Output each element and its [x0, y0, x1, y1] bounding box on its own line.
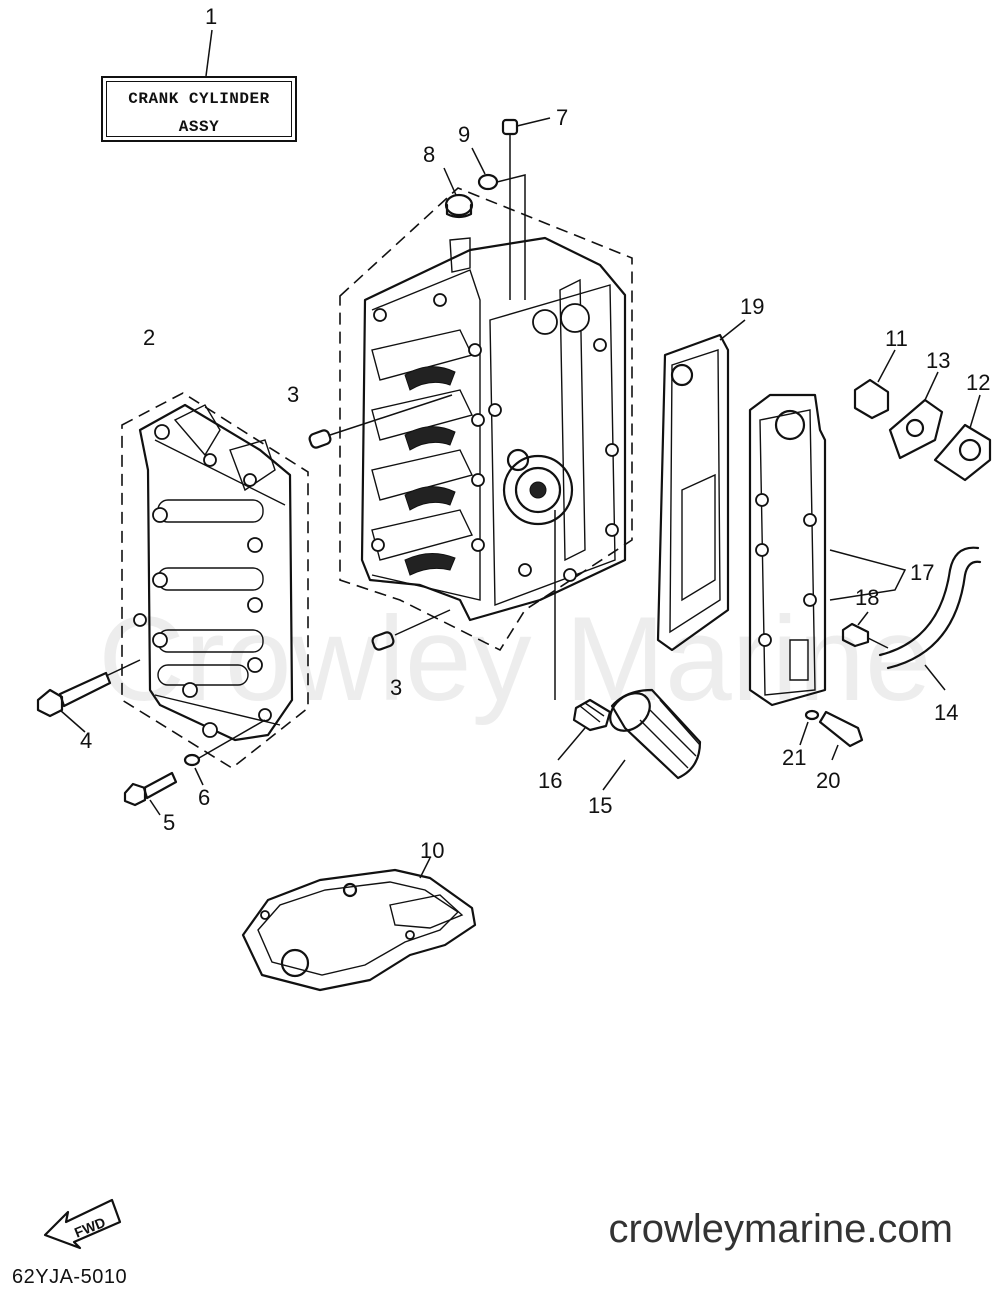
- callout-3-upper: 3: [287, 382, 299, 407]
- callout-4: 4: [80, 728, 92, 753]
- assembly-label-line2: ASSY: [178, 118, 220, 136]
- callout-13: 13: [926, 348, 950, 373]
- part-9-washer: [471, 147, 526, 300]
- part-19-gasket: [656, 319, 746, 652]
- callout-2: 2: [143, 325, 155, 350]
- part-15-oil-filter: [602, 688, 702, 791]
- dashed-outline-crankcase: [121, 392, 309, 769]
- callout-20: 20: [816, 768, 840, 793]
- part-13-gasket: [888, 371, 944, 460]
- callout-21: 21: [782, 745, 806, 770]
- callout-17: 17: [910, 560, 934, 585]
- callout-6: 6: [198, 785, 210, 810]
- assembly-label-box: CRANK CYLINDER ASSY: [101, 76, 297, 142]
- callout-7: 7: [556, 105, 568, 130]
- assembly-label-inner-border: [106, 81, 292, 137]
- part-17-cover: [748, 393, 907, 707]
- leader-1: [205, 29, 213, 77]
- part-20-bolt: [818, 710, 864, 761]
- callout-18: 18: [855, 585, 879, 610]
- dowel-pin-upper: [308, 394, 453, 449]
- website-label: crowleymarine.com: [608, 1207, 953, 1251]
- callout-8: 8: [423, 142, 435, 167]
- callout-5: 5: [163, 810, 175, 835]
- callout-9: 9: [458, 122, 470, 147]
- part-16-fitting: [554, 510, 612, 761]
- part-14-hose: [878, 546, 982, 691]
- part-5-bolt: [123, 771, 178, 816]
- part-7-plug: [501, 117, 551, 300]
- callout-15: 15: [588, 793, 612, 818]
- fwd-arrow-icon: FWD: [43, 1198, 122, 1250]
- crankcase-part: [133, 403, 294, 742]
- callout-19: 19: [740, 294, 764, 319]
- part-8-plug: [443, 167, 474, 219]
- part-12-cover: [933, 394, 992, 482]
- part-6-washer: [183, 719, 266, 786]
- diagram-code: 62YJA-5010: [12, 1266, 128, 1288]
- callout-12: 12: [966, 370, 990, 395]
- part-11-thermostat: [853, 349, 896, 420]
- part-18-fitting: [841, 611, 889, 649]
- part-10-gasket: [241, 857, 477, 992]
- dashed-outline-cylinder: [339, 187, 633, 652]
- callout-1: 1: [205, 4, 217, 29]
- callout-3-lower: 3: [390, 675, 402, 700]
- callout-14: 14: [934, 700, 958, 725]
- assembly-label-line1: CRANK CYLINDER: [128, 90, 270, 108]
- fwd-label: FWD: [72, 1214, 108, 1241]
- callout-10: 10: [420, 838, 444, 863]
- dowel-pin-lower: [371, 609, 451, 651]
- cylinder-block: [360, 236, 627, 622]
- callout-16: 16: [538, 768, 562, 793]
- callout-11: 11: [885, 326, 908, 351]
- part-21-washer: [799, 709, 820, 746]
- part-4-bolt: [36, 659, 141, 733]
